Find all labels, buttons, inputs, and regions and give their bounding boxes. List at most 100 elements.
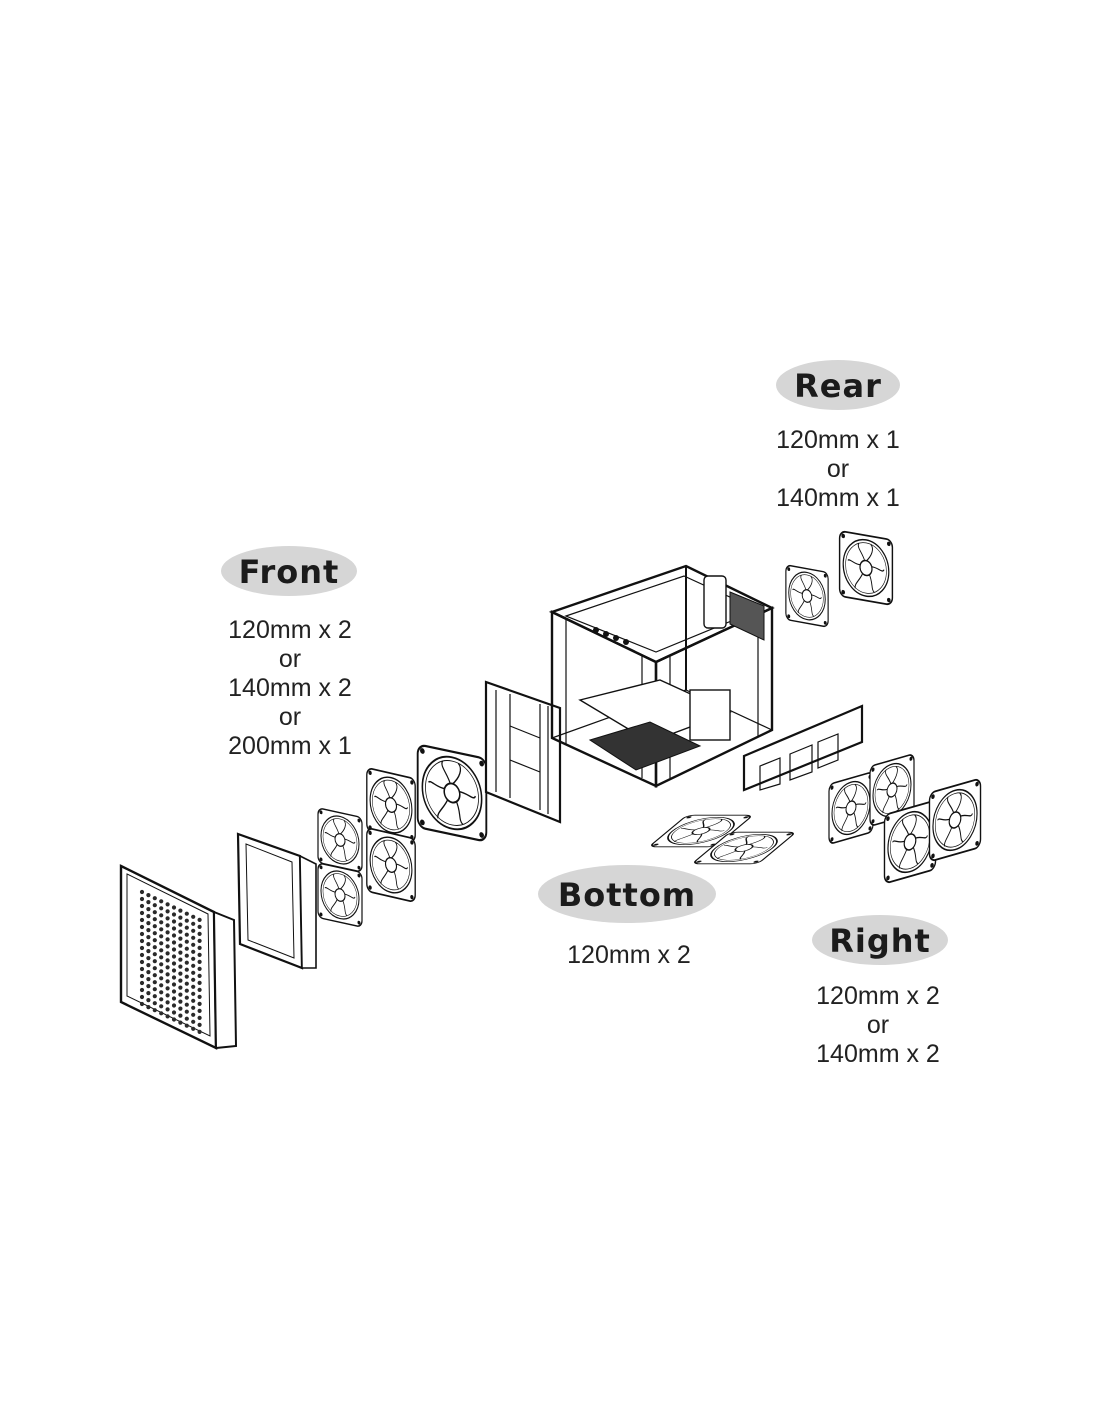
front-spec-line-5: 200mm x 1 [228,732,352,760]
mesh-hole [139,987,145,993]
mesh-hole [178,971,183,976]
mesh-hole [165,930,170,935]
mesh-hole [171,905,177,910]
mesh-hole [191,1005,196,1010]
mesh-hole [146,900,151,905]
front-spec-line-4: or [278,703,302,731]
mesh-hole [159,948,164,953]
mesh-hole [152,903,157,908]
mesh-hole [171,919,177,924]
mesh-hole [171,947,177,952]
mesh-hole [139,973,145,979]
mesh-hole [146,928,151,933]
mesh-hole [159,934,164,939]
mesh-hole [197,1015,202,1021]
mesh-hole [139,952,145,958]
mesh-hole [146,942,151,947]
mesh-hole [139,994,145,1000]
mesh-hole [165,965,170,970]
front-spec: 120mm x 2 or 140mm x 2 or 200mm x 1 [160,616,420,761]
mesh-hole [171,933,177,938]
mesh-hole [159,920,164,925]
rear-fan-140 [838,529,894,607]
front-fan-bracket [484,680,562,824]
mesh-hole [146,970,151,975]
mesh-hole [197,917,202,923]
mesh-hole [171,996,177,1001]
mesh-hole [178,929,183,934]
mesh-hole [197,1001,202,1007]
mesh-hole [184,925,189,930]
mesh-hole [197,959,202,965]
mesh-hole [146,956,151,961]
mesh-hole [184,932,189,937]
mesh-hole [139,910,145,916]
mesh-hole [139,917,145,923]
mesh-hole [171,926,177,931]
mesh-hole [165,958,170,963]
mesh-hole [152,966,157,971]
mesh-hole [159,955,164,960]
mesh-hole [178,999,183,1004]
mesh-hole [139,889,145,895]
mesh-hole [197,994,202,1000]
mesh-hole [146,949,151,954]
right-pill: Right [812,915,948,965]
rear-pill: Rear [776,360,900,410]
mesh-hole [171,954,177,959]
mesh-hole [184,1009,189,1014]
mesh-hole [171,1010,177,1015]
mesh-hole [171,1003,177,1008]
mesh-hole [165,909,170,914]
bottom-fans [647,814,798,865]
mesh-hole [178,936,183,941]
bottom-spec: 120mm x 2 [499,941,759,970]
mesh-hole [152,931,157,936]
mesh-hole [178,1020,183,1025]
mesh-hole [197,1008,202,1014]
mesh-hole [146,907,151,912]
mesh-hole [146,914,151,919]
bottom-pill: Bottom [538,865,716,923]
right-fan-bracket [742,704,864,792]
bottom-title: Bottom [558,876,696,914]
mesh-hole [191,963,196,968]
mesh-hole [197,924,202,930]
mesh-hole [178,1013,183,1018]
mesh-hole [197,987,202,993]
mesh-hole [159,990,164,995]
mesh-hole [191,984,196,989]
mesh-hole [139,931,145,937]
right-spec-line-2: or [866,1011,890,1039]
mesh-hole [152,973,157,978]
mesh-hole [197,973,202,979]
mesh-hole [152,987,157,992]
front-spec-line-1: 120mm x 2 [228,616,352,644]
mesh-hole [139,896,145,902]
mesh-hole [152,924,157,929]
mesh-hole [152,945,157,950]
mesh-hole [191,928,196,933]
right-spec-line-1: 120mm x 2 [816,982,940,1010]
mesh-hole [178,964,183,969]
mesh-hole [159,906,164,911]
mesh-hole [191,949,196,954]
mesh-hole [165,916,170,921]
mesh-hole [165,944,170,949]
mesh-hole [191,956,196,961]
bottom-spec-line-1: 120mm x 2 [567,941,691,969]
front-spec-line-3: 140mm x 2 [228,674,352,702]
front-fan-pair-140 [365,766,417,904]
mesh-hole [191,998,196,1003]
mesh-hole [152,910,157,915]
mesh-hole [159,983,164,988]
mesh-hole [146,1005,151,1010]
mesh-hole [165,1007,170,1012]
mesh-hole [178,908,183,913]
mesh-hole [152,896,157,901]
mesh-hole [191,977,196,982]
mesh-hole [184,1002,189,1007]
mesh-hole [184,918,189,923]
mesh-hole [146,984,151,989]
